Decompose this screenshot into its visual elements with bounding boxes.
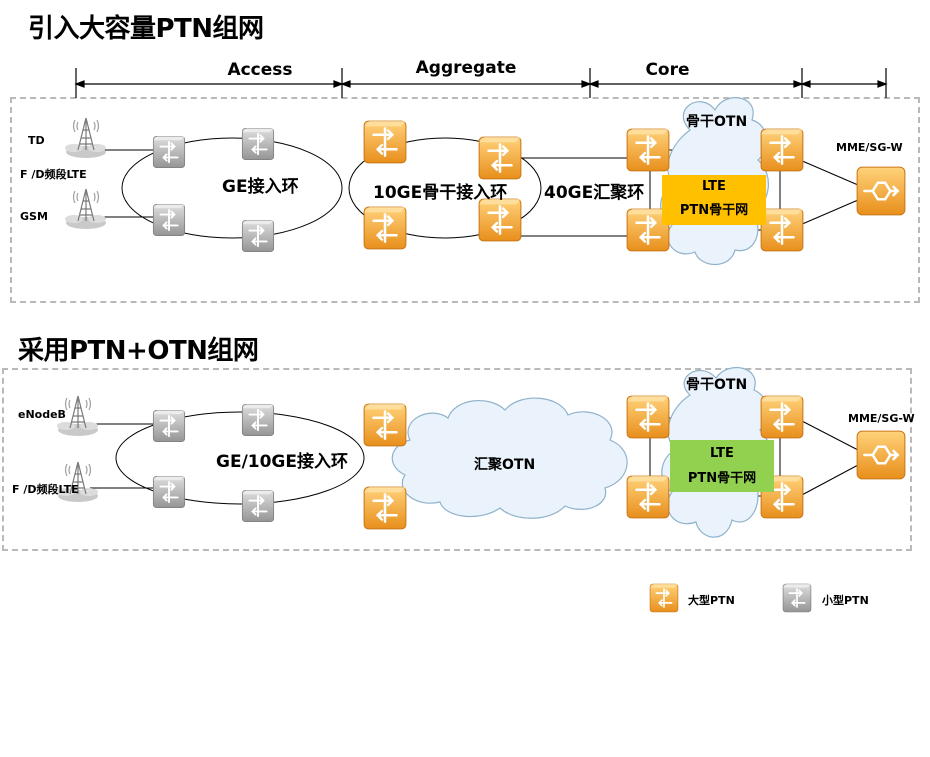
ge-10ge-ring-label: GE/10GE接入环 — [216, 452, 348, 472]
top-fd-lte-label: F /D频段LTE — [20, 168, 87, 181]
bottom-mme-icon — [855, 429, 907, 481]
gsm-tower-icon — [64, 188, 107, 229]
bottom-small-ptn-2-icon — [152, 475, 186, 509]
ring-10ge-label: 10GE骨干接入环 — [373, 183, 508, 203]
top-large-ptn-1-icon — [362, 119, 408, 165]
legend-large-ptn-label: 大型PTN — [688, 594, 735, 607]
bottom-large-ptn-1-icon — [362, 402, 408, 448]
top-small-ptn-2-icon — [152, 203, 186, 237]
bottom-lte-label: LTE — [710, 446, 734, 461]
legend-large-ptn-icon — [649, 583, 679, 613]
top-small-ptn-4-icon — [241, 219, 275, 253]
ring-40ge-label: 40GE汇聚环 — [544, 183, 645, 203]
zone-dimension-arrows — [74, 68, 888, 98]
top-mme-icon — [855, 165, 907, 217]
top-large-ptn-4-icon — [477, 197, 523, 243]
top-backbone-otn-label: 骨干OTN — [686, 114, 748, 130]
bottom-small-ptn-3-icon — [241, 403, 275, 437]
zone-core-label: Core — [645, 60, 690, 80]
bottom-backbone-otn-label: 骨干OTN — [686, 377, 748, 393]
enodeb-label: eNodeB — [18, 408, 66, 421]
legend-small-ptn-icon — [782, 583, 812, 613]
top-large-ptn-3-icon — [477, 135, 523, 181]
top-network-box — [10, 97, 920, 303]
aggregation-otn-cloud — [391, 397, 628, 519]
section-title-2: 采用PTN+OTN组网 — [18, 336, 259, 366]
legend-small-ptn-label: 小型PTN — [822, 594, 869, 607]
top-small-ptn-3-icon — [241, 127, 275, 161]
td-tower-icon — [64, 117, 107, 158]
bottom-small-ptn-4-icon — [241, 489, 275, 523]
agg-otn-label: 汇聚OTN — [474, 457, 536, 473]
top-lte-label: LTE — [702, 179, 726, 194]
bottom-mme-label: MME/SG-W — [848, 412, 915, 425]
section-title-1: 引入大容量PTN组网 — [28, 14, 264, 44]
bottom-large-ptn-5-icon — [759, 394, 805, 440]
top-small-ptn-1-icon — [152, 135, 186, 169]
gsm-label: GSM — [20, 210, 48, 223]
bottom-large-ptn-3-icon — [625, 394, 671, 440]
bottom-ptn-backbone-label: PTN骨干网 — [687, 471, 757, 486]
top-large-ptn-5-icon — [625, 127, 671, 173]
bottom-large-ptn-2-icon — [362, 485, 408, 531]
bottom-fd-lte-label: F /D频段LTE — [12, 483, 79, 496]
bottom-lte-ptn-box: LTE PTN骨干网 — [670, 440, 774, 492]
top-large-ptn-8-icon — [759, 207, 805, 253]
td-label: TD — [28, 134, 45, 147]
top-large-ptn-2-icon — [362, 205, 408, 251]
ge-ring-label: GE接入环 — [222, 177, 299, 197]
zone-aggregate-label: Aggregate — [415, 58, 517, 78]
top-mme-label: MME/SG-W — [836, 141, 903, 154]
zone-access-label: Access — [227, 60, 293, 80]
bottom-large-ptn-4-icon — [625, 474, 671, 520]
top-large-ptn-7-icon — [759, 127, 805, 173]
bottom-network-box — [2, 368, 912, 551]
bottom-small-ptn-1-icon — [152, 409, 186, 443]
top-ptn-backbone-label: PTN骨干网 — [679, 203, 749, 218]
top-lte-ptn-box: LTE PTN骨干网 — [662, 175, 766, 225]
